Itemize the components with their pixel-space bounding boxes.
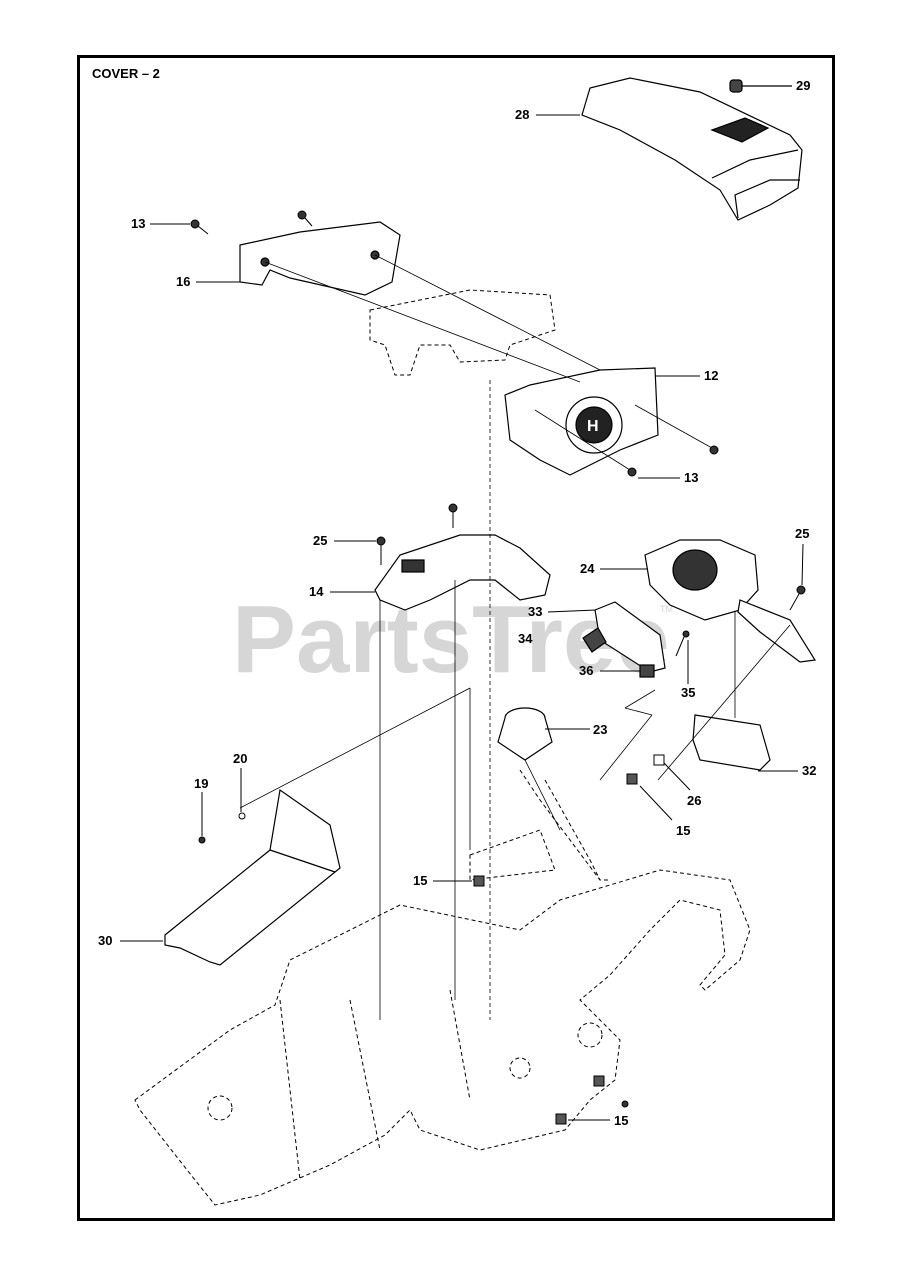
fasteners (190, 210, 806, 1125)
callout-30: 30 (98, 933, 112, 948)
page-title: COVER – 2 (92, 66, 160, 81)
callout-26: 26 (687, 793, 701, 808)
callout-15-right: 15 (676, 823, 690, 838)
callout-25-right: 25 (795, 526, 809, 541)
diagram-frame (77, 55, 835, 1221)
callout-labels: 29 28 13 16 12 13 25 14 24 25 33 34 35 3… (98, 78, 816, 1128)
callout-12: 12 (704, 368, 718, 383)
part-33-switch-plate (582, 601, 666, 678)
part-16-upper-bracket (239, 221, 401, 296)
callout-28: 28 (515, 107, 529, 122)
svg-text:H: H (587, 418, 599, 435)
part-32-decal (692, 714, 771, 771)
part-28-top-cover (581, 77, 803, 221)
callout-36: 36 (579, 663, 593, 678)
callout-23: 23 (593, 722, 607, 737)
part-30-floor-plate (164, 788, 341, 966)
callout-14: 14 (309, 584, 324, 599)
watermark-trademark: TM (660, 604, 673, 614)
callout-13-front: 13 (684, 470, 698, 485)
callout-32: 32 (802, 763, 816, 778)
callout-15-bottom: 15 (614, 1113, 628, 1128)
callout-33: 33 (528, 604, 542, 619)
callout-15-mid: 15 (413, 873, 427, 888)
assembly-guide-lines (239, 254, 791, 1020)
callout-29: 29 (796, 78, 810, 93)
part-23-ignition-boot (497, 707, 553, 761)
callout-35: 35 (681, 685, 695, 700)
callout-13-top: 13 (131, 216, 145, 231)
dashed-console-frame (369, 289, 556, 376)
callout-16: 16 (176, 274, 190, 289)
part-14-console-cover (374, 534, 551, 611)
callout-25-left: 25 (313, 533, 327, 548)
callout-24: 24 (580, 561, 595, 576)
part-24-right-cover (644, 539, 817, 663)
callout-20: 20 (233, 751, 247, 766)
callout-34: 34 (518, 631, 533, 646)
callout-19: 19 (194, 776, 208, 791)
dashed-chassis-frame (134, 769, 751, 1206)
part-12-front-panel: H (504, 367, 659, 476)
